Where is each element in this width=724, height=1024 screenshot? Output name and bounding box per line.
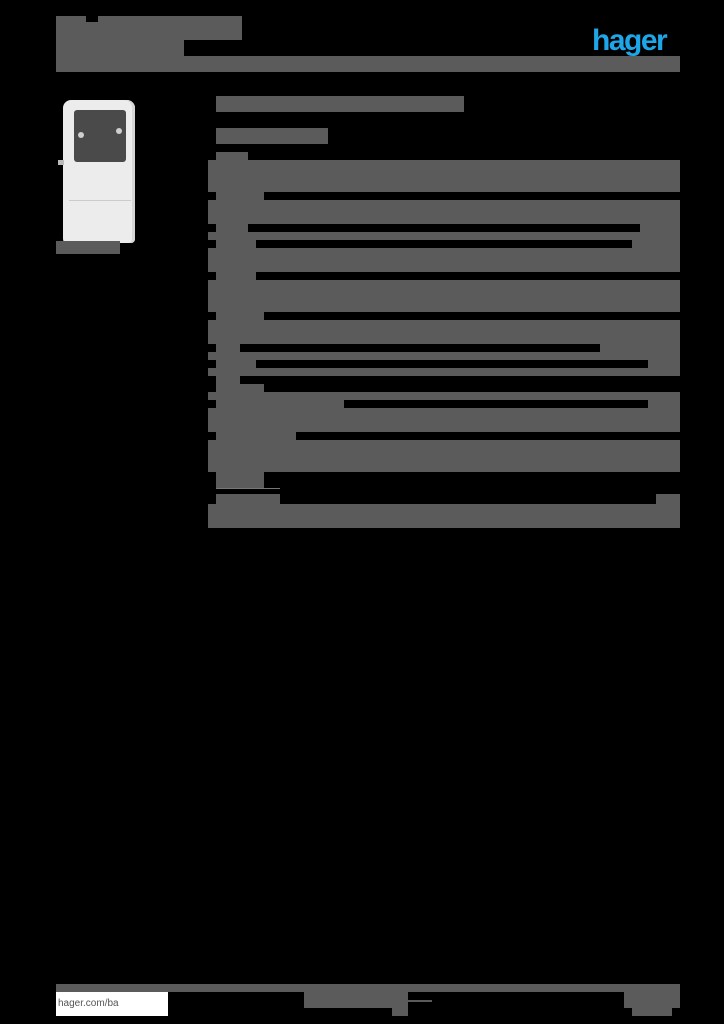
product-seam: [69, 200, 131, 201]
footnote-rule: [216, 488, 280, 489]
product-caption: [redacted reference]: [56, 241, 120, 254]
footer-center-dash: [408, 1000, 432, 1002]
row-label-tab: [216, 376, 240, 384]
row-label-tab: [216, 384, 264, 392]
screw-icon: [116, 128, 122, 134]
header-rule: [56, 56, 680, 72]
row-value-tab: [648, 360, 680, 368]
row-value-tab: [600, 344, 680, 352]
hager-logo: hager: [592, 24, 668, 57]
table-row: [redacted]: [208, 320, 680, 344]
screw-icon: [78, 132, 84, 138]
product-image: [58, 100, 135, 243]
product-subheading: [redacted product subheading]: [216, 128, 328, 144]
footer-center-tab: [392, 1000, 408, 1016]
footer-url-link[interactable]: hager.com/ba: [56, 992, 168, 1016]
row-label-tab: [216, 360, 256, 368]
footer-right-tab: [632, 1008, 672, 1016]
row-label-tab: [216, 312, 264, 320]
table-row: [redacted]: [208, 232, 680, 240]
row-label-tab: [216, 192, 264, 200]
product-heading: [redacted product heading]: [216, 96, 464, 112]
table-row: [redacted]: [208, 408, 680, 432]
footer-rule: [56, 984, 680, 992]
table-row: [redacted]: [208, 280, 680, 312]
row-label-tab: [216, 344, 240, 352]
footer-right-text: [redacted]: [624, 992, 680, 1008]
table-row: [redacted]: [208, 160, 680, 192]
table-row: [redacted]: [208, 392, 680, 400]
table-row: [redacted]: [208, 368, 680, 376]
table-row: [redacted]: [208, 352, 680, 360]
table-top-tab: [216, 152, 248, 160]
table-row: [redacted]: [208, 440, 680, 472]
row-label-tab: [216, 240, 256, 248]
row-value-tab: [632, 240, 680, 248]
product-clip: [58, 160, 64, 165]
title-accent: [86, 16, 98, 22]
table-row: [redacted]: [208, 200, 680, 224]
product-window: [74, 110, 126, 162]
row-label-tab: [216, 224, 248, 232]
document-subtitle: [redacted subtitle]: [56, 40, 184, 56]
footer-center-text: [redacted]: [304, 992, 408, 1008]
row-value-tab: [640, 224, 680, 232]
footnote-label: [redacted]: [216, 494, 280, 504]
table-row: [redacted]: [208, 248, 680, 272]
row-value-tab: [648, 400, 680, 408]
footnote-marker: [656, 494, 680, 504]
document-title: [redacted title]: [56, 16, 242, 40]
row-label-tab: [216, 400, 344, 408]
row-label-tab: [216, 432, 296, 440]
row-label-tab: [216, 272, 256, 280]
table-row: [redacted]: [208, 504, 680, 528]
row-label-tab: [216, 472, 264, 488]
